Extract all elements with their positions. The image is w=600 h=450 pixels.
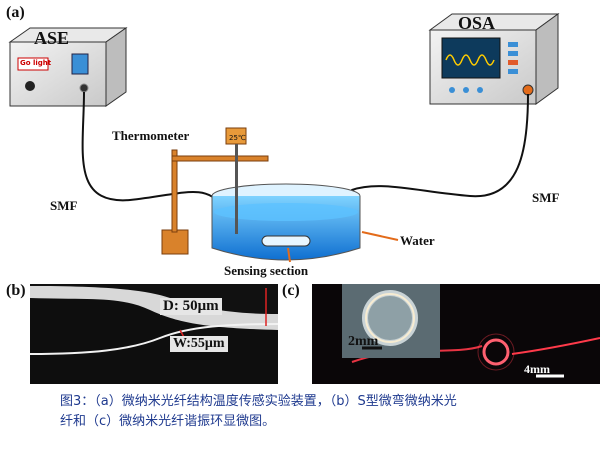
smf-right-label: SMF xyxy=(532,190,560,205)
smf-left-label: SMF xyxy=(50,198,78,213)
setup-diagram: 25℃ xyxy=(8,13,560,263)
thermometer-reading: 25℃ xyxy=(229,134,246,142)
thermometer-label: Thermometer xyxy=(112,128,190,143)
ase-title: ASE xyxy=(34,28,70,48)
caption-line-2: 纤和（c）微纳米光纤谐振环显微图。 xyxy=(60,414,276,429)
panel-b-tag: (b) xyxy=(6,282,26,299)
panel-c-tag: (c) xyxy=(282,282,300,299)
main-scale-label: 4mm xyxy=(524,362,550,376)
osa-title: OSA xyxy=(458,13,496,33)
smf-right-fiber xyxy=(335,93,529,249)
water-beaker xyxy=(211,183,361,261)
ase-device xyxy=(8,27,128,107)
ase-brand: Go light xyxy=(20,59,52,67)
caption-line-1: 图3：（a）微纳米光纤结构温度传感实验装置，（b）S型微弯微纳米光 xyxy=(60,394,457,409)
sensing-section-label: Sensing section xyxy=(224,263,309,278)
osa-device xyxy=(428,13,560,105)
width-label: W:55μm xyxy=(170,336,228,352)
s-bend-micrograph xyxy=(30,284,278,384)
panel-a-tag: (a) xyxy=(6,4,25,21)
retort-stand xyxy=(161,149,269,255)
resonator-micrograph xyxy=(312,284,600,384)
thermometer xyxy=(225,127,247,234)
inset-scale-label: 2mm xyxy=(348,334,379,349)
diameter-label: D: 50μm xyxy=(160,298,222,315)
water-label: Water xyxy=(400,233,435,248)
figure-caption: 图3：（a）微纳米光纤结构温度传感实验装置，（b）S型微弯微纳米光 纤和（c）微… xyxy=(60,392,590,432)
